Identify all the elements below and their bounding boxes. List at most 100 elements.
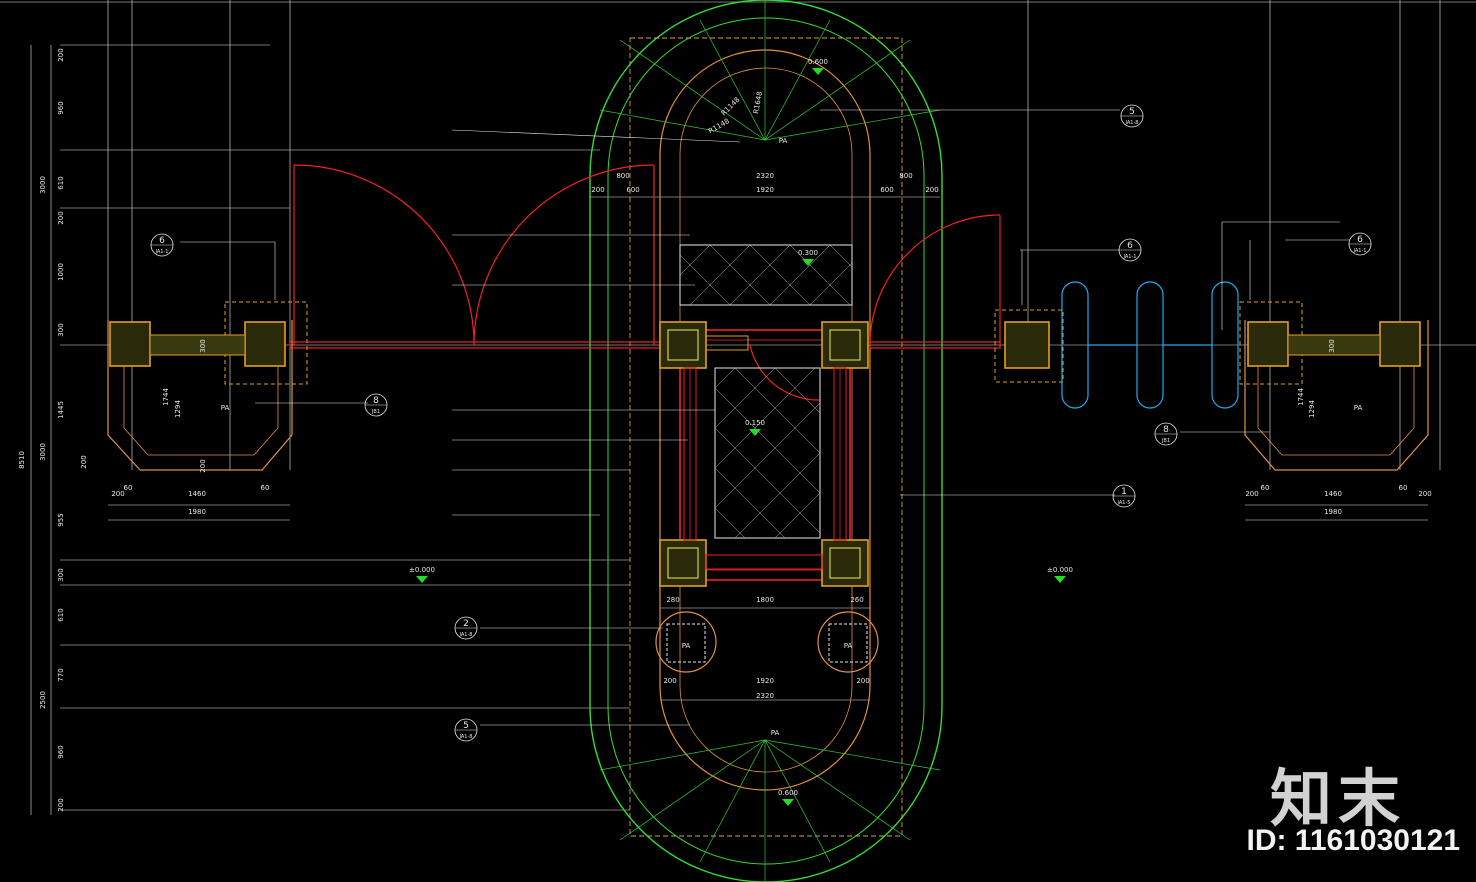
dimension-label: 200	[1245, 490, 1258, 498]
callout-sheet: JA1-8	[1125, 120, 1139, 126]
dimension-label: 200	[57, 48, 65, 61]
callout-number: 2	[463, 619, 469, 629]
callout-sheet: JA1-5	[1117, 500, 1131, 506]
elevation-marker	[782, 799, 794, 806]
callout-sheet: JB1	[371, 409, 380, 415]
material-tag: PA	[771, 729, 780, 737]
material-tag: PA	[221, 404, 230, 412]
callout-sheet: JA1-1	[1353, 248, 1367, 254]
dimension-label: 60	[261, 484, 270, 492]
dimension-label: 8510	[18, 451, 26, 469]
elevation-label: 0.600	[778, 789, 798, 797]
elevation-label: ±0.000	[1047, 566, 1073, 574]
elevation-marker	[1054, 576, 1066, 583]
dimension-label: 1460	[188, 490, 206, 498]
dimension-label: 200	[57, 798, 65, 811]
dimension-label: 300	[57, 568, 65, 581]
column	[659, 321, 707, 369]
dimension-label: 1744	[1297, 388, 1305, 406]
dimension-label: 600	[626, 186, 639, 194]
dimension-label: 1800	[756, 596, 774, 604]
radius-label: R1148	[707, 117, 731, 135]
elevation-marker	[802, 259, 814, 266]
dimension-label: 770	[57, 668, 65, 681]
radius-label: R1648	[752, 91, 764, 115]
dimension-label: 1744	[162, 388, 170, 406]
dimension-label: 800	[899, 172, 912, 180]
elevation-marker	[416, 576, 428, 583]
watermark-brand: 知末	[1269, 762, 1406, 835]
radius-label: R1148	[720, 96, 742, 118]
dimension-label: 1980	[188, 508, 206, 516]
dimension-label: 200	[199, 459, 207, 472]
callout-number: 8	[373, 396, 379, 406]
dimension-label: 960	[57, 101, 65, 114]
dimension-label: 1294	[1308, 400, 1316, 418]
pavilion	[679, 244, 853, 581]
elevation-label: 0.300	[798, 249, 818, 257]
dimension-label: 260	[850, 596, 863, 604]
callout-number: 5	[463, 721, 469, 731]
dimension-label: 1980	[1324, 508, 1342, 516]
elevation-marker	[812, 68, 824, 75]
callout-sheet: JA1-8	[459, 734, 473, 740]
elevation-marker	[749, 429, 761, 436]
dimension-label: 955	[57, 513, 65, 526]
column-group	[659, 321, 869, 587]
callout-number: 8	[1163, 425, 1169, 435]
dimension-label: 1920	[756, 186, 774, 194]
dimension-label: 300	[57, 323, 65, 336]
dimension-label: 610	[57, 608, 65, 621]
dimension-label: 1460	[1324, 490, 1342, 498]
planter-group	[655, 611, 879, 673]
dimension-label: 60	[1399, 484, 1408, 492]
callout-sheet: JA1-8	[459, 632, 473, 638]
watermark-id: ID: 1161030121	[1246, 824, 1460, 857]
material-tag: PA	[844, 642, 853, 650]
callout-number: 1	[1121, 487, 1127, 497]
material-tag: PA	[1354, 404, 1363, 412]
elevation-label: ±0.000	[409, 566, 435, 574]
callout-sheet: JA1-1	[1123, 254, 1137, 260]
column	[659, 539, 707, 587]
dimension-label: 60	[124, 484, 133, 492]
dimension-label: 200	[1418, 490, 1431, 498]
callout-number: 6	[1357, 235, 1363, 245]
material-tag: PA	[682, 642, 691, 650]
dimension-label: 2320	[756, 692, 774, 700]
dimension-label: 200	[925, 186, 938, 194]
material-tag: PA	[779, 137, 788, 145]
dimension-label: 200	[57, 211, 65, 224]
bollards	[1061, 281, 1239, 409]
tile-pattern	[679, 244, 853, 539]
dimension-label: 3000	[39, 176, 47, 194]
dimension-label: 300	[199, 339, 207, 352]
left-pier	[107, 301, 308, 471]
dimension-label: 960	[57, 745, 65, 758]
reference-grid	[0, 0, 1476, 815]
elevation-label: 0.150	[745, 419, 765, 427]
dimension-label: 200	[591, 186, 604, 194]
dimension-label: 200	[80, 455, 88, 468]
dimension-label: 1000	[57, 263, 65, 281]
dimension-label: 300	[1328, 339, 1336, 352]
column	[821, 539, 869, 587]
dimension-label: 1294	[174, 400, 182, 418]
dimension-label: 280	[666, 596, 679, 604]
right-pier	[994, 301, 1429, 471]
callout-number: 6	[1127, 241, 1133, 251]
elevation-label: 0.600	[808, 58, 828, 66]
dimension-label: 1920	[756, 677, 774, 685]
gate-swing	[289, 164, 1001, 401]
dimension-label: 1445	[57, 401, 65, 419]
